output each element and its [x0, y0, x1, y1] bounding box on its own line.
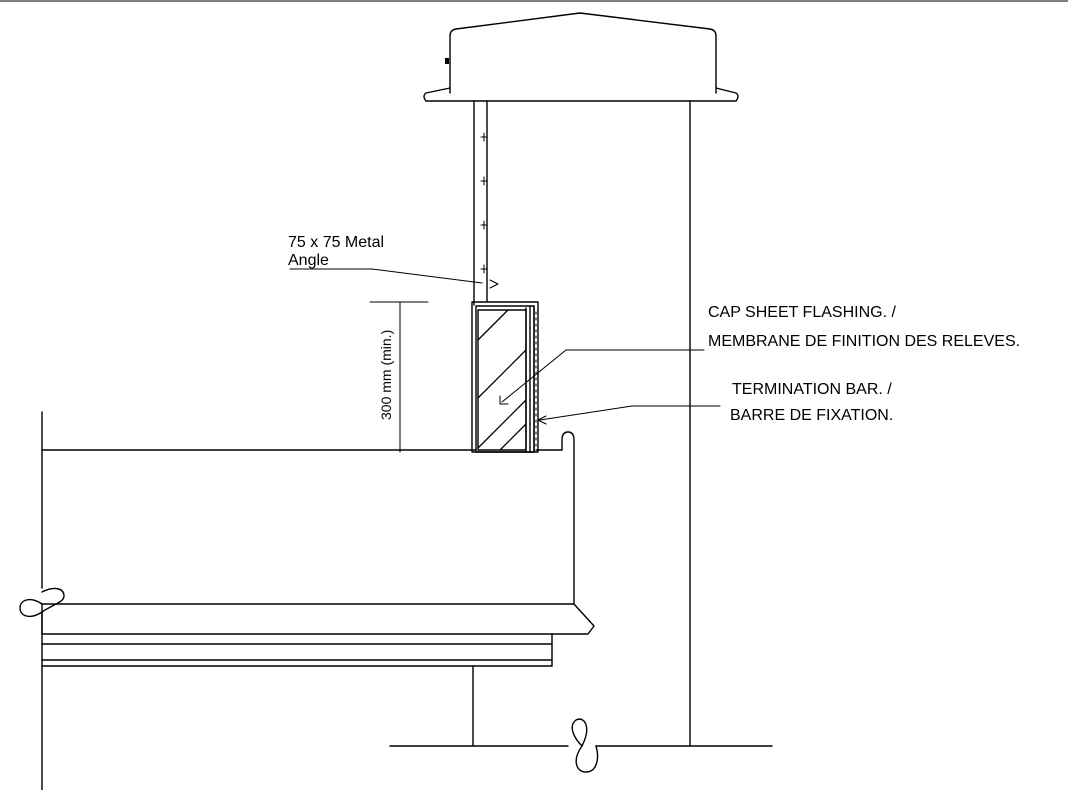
- leader-lines: [289, 268, 721, 425]
- termination-bar-label-line1: TERMINATION BAR. /: [732, 381, 892, 398]
- wood-curb-block: [471, 301, 539, 453]
- wall-fasteners: [480, 132, 488, 274]
- vent-cap: [423, 12, 739, 102]
- height-dimension-label: 300 mm (min.): [378, 330, 394, 420]
- cap-sheet-label-line2: MEMBRANE DE FINITION DES RELEVES.: [708, 333, 1020, 350]
- metal-angle-label-line1: 75 x 75 Metal: [288, 234, 384, 251]
- break-symbol-bottom: [389, 718, 773, 773]
- termination-bar-label-line2: BARRE DE FIXATION.: [730, 407, 893, 424]
- cap-sheet-label-line1: CAP SHEET FLASHING. /: [708, 304, 896, 321]
- break-symbol-left: [19, 587, 65, 618]
- roof-deck: [41, 411, 595, 790]
- height-dimension: 300 mm (min.): [369, 301, 429, 453]
- metal-angle-label-line2: Angle: [288, 252, 329, 269]
- vent-stack: [473, 100, 691, 747]
